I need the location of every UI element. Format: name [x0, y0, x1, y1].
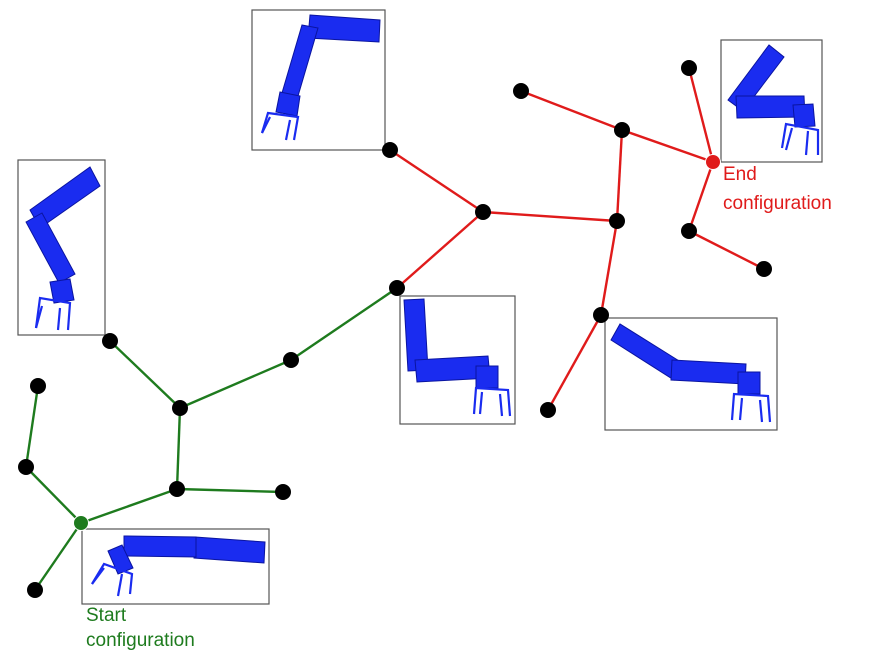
- config-thumbnail-left: [17, 159, 106, 336]
- end-tree-edge: [482, 210, 618, 223]
- start-label-line2: configuration: [86, 630, 195, 651]
- end-tree-edge: [546, 314, 603, 411]
- end-tree-edge: [621, 128, 714, 164]
- robot-arm-icon: [610, 323, 772, 423]
- end-node: [705, 154, 721, 170]
- config-thumbnail-top: [251, 9, 386, 151]
- robot-arm-icon: [403, 298, 512, 417]
- tree-node: [27, 582, 43, 598]
- start-tree-edge: [34, 522, 82, 591]
- end-tree-edges: [389, 67, 765, 411]
- start-tree-edge: [25, 466, 82, 524]
- tree-node: [540, 402, 556, 418]
- tree-node: [756, 261, 772, 277]
- start-tree-edge: [24, 385, 40, 468]
- config-thumbnail-right-middle: [604, 317, 778, 431]
- tree-node: [681, 223, 697, 239]
- end-tree-edge: [687, 67, 715, 163]
- tree-node: [513, 83, 529, 99]
- robot-arm-icon: [727, 44, 820, 156]
- tree-node: [382, 142, 398, 158]
- start-tree-edge: [109, 340, 181, 409]
- start-tree-edge: [175, 407, 182, 490]
- start-tree-edge: [176, 487, 284, 494]
- start-tree-edge: [80, 487, 178, 525]
- start-label-line1: Start: [86, 605, 127, 626]
- tree-node: [389, 280, 405, 296]
- robot-arm-icon: [25, 166, 101, 331]
- tree-node: [609, 213, 625, 229]
- end-tree-edge: [396, 211, 484, 289]
- robot-arm-icon: [91, 535, 266, 597]
- start-node: [73, 515, 89, 531]
- tree-node: [681, 60, 697, 76]
- tree-nodes: [18, 60, 772, 598]
- end-tree-edge: [615, 129, 624, 222]
- start-tree-edge: [179, 358, 292, 410]
- start-tree-edge: [290, 287, 398, 361]
- tree-node: [102, 333, 118, 349]
- end-tree-edge: [389, 149, 484, 213]
- config-thumbnail-top-right: [720, 39, 823, 163]
- end-label-line1: End: [723, 164, 757, 185]
- tree-node: [614, 122, 630, 138]
- tree-node: [30, 378, 46, 394]
- end-tree-edge: [688, 229, 765, 271]
- tree-node: [172, 400, 188, 416]
- config-thumbnail-center: [399, 295, 516, 425]
- tree-node: [475, 204, 491, 220]
- end-tree-edge: [599, 220, 619, 316]
- end-tree-edge: [520, 89, 623, 132]
- tree-node: [283, 352, 299, 368]
- start-tree-edges: [24, 287, 398, 591]
- tree-node: [275, 484, 291, 500]
- robot-arm-icon: [260, 14, 381, 141]
- tree-node: [18, 459, 34, 475]
- tree-node: [169, 481, 185, 497]
- end-tree-edge: [687, 161, 715, 232]
- tree-node: [593, 307, 609, 323]
- end-label-line2: configuration: [723, 193, 832, 214]
- config-thumbnail-bottom: [81, 528, 270, 605]
